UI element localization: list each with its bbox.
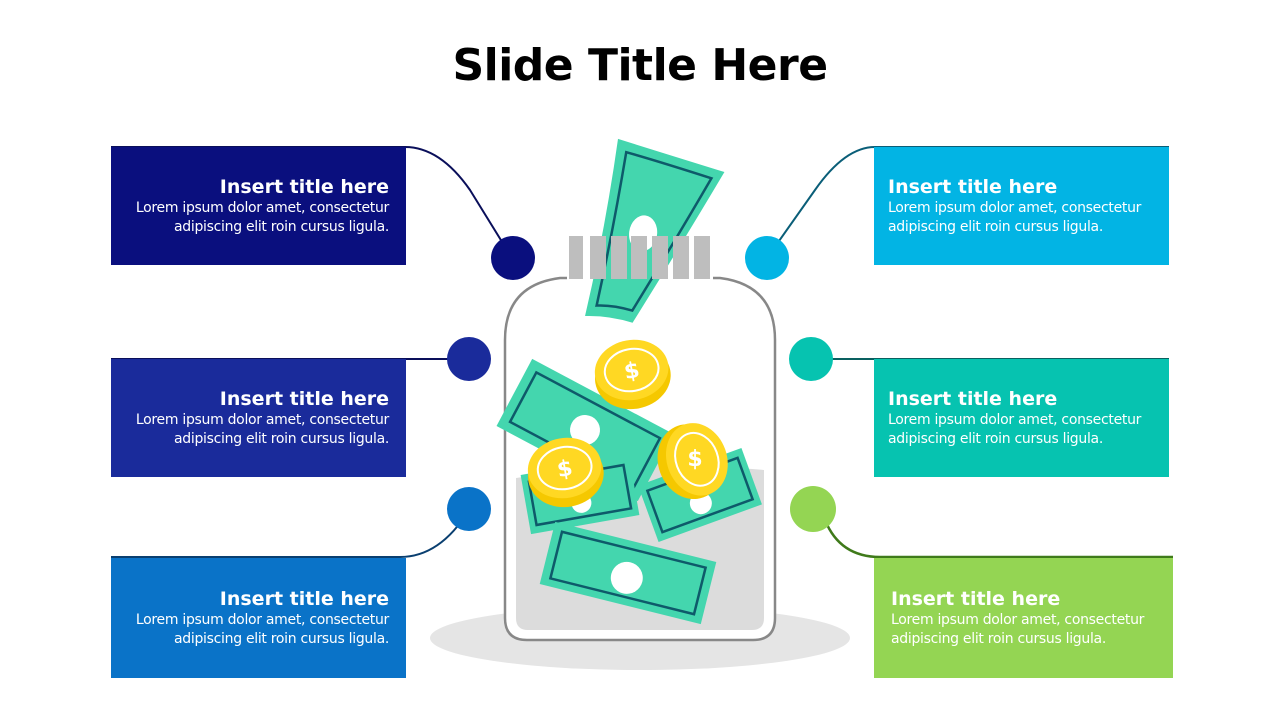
jar-lid <box>569 236 710 279</box>
connector-line-4 <box>766 146 1169 259</box>
info-box-3: Insert title here Lorem ipsum dolor amet… <box>111 558 406 678</box>
coin-icon: $ <box>594 339 671 410</box>
info-text: Lorem ipsum dolor amet, consectetur <box>135 200 389 216</box>
info-text: Lorem ipsum dolor amet, consectetur <box>888 200 1142 216</box>
connector-dot-2 <box>447 337 491 381</box>
info-text: adipiscing elit roin cursus ligula. <box>174 431 389 447</box>
svg-text:$: $ <box>687 447 702 472</box>
connector-dot-3 <box>447 487 491 531</box>
bill-icon <box>539 521 717 625</box>
info-box-6: Insert title here Lorem ipsum dolor amet… <box>874 558 1173 678</box>
info-text: Lorem ipsum dolor amet, consectetur <box>888 412 1142 428</box>
coin-icon: $ <box>527 437 604 508</box>
info-box-2: Insert title here Lorem ipsum dolor amet… <box>111 359 406 477</box>
svg-text:$: $ <box>622 358 641 385</box>
info-text: adipiscing elit roin cursus ligula. <box>174 219 389 235</box>
info-text: Lorem ipsum dolor amet, consectetur <box>135 612 389 628</box>
connector-line-6 <box>823 519 1173 559</box>
info-title: Insert title here <box>219 588 389 610</box>
info-text: Lorem ipsum dolor amet, consectetur <box>891 612 1145 628</box>
svg-text:$: $ <box>555 456 574 483</box>
info-text: adipiscing elit roin cursus ligula. <box>891 631 1106 647</box>
slide-title: Slide Title Here <box>452 40 828 91</box>
info-title: Insert title here <box>888 176 1058 198</box>
info-title: Insert title here <box>219 388 389 410</box>
connector-dot-4 <box>745 236 789 280</box>
connector-dot-5 <box>789 337 833 381</box>
info-text: Lorem ipsum dolor amet, consectetur <box>135 412 389 428</box>
info-title: Insert title here <box>219 176 389 198</box>
info-text: adipiscing elit roin cursus ligula. <box>888 431 1103 447</box>
info-box-4: Insert title here Lorem ipsum dolor amet… <box>874 147 1169 265</box>
info-box-5: Insert title here Lorem ipsum dolor amet… <box>874 359 1169 477</box>
coin-icon: $ <box>657 423 728 500</box>
info-title: Insert title here <box>888 388 1058 410</box>
info-text: adipiscing elit roin cursus ligula. <box>174 631 389 647</box>
connector-line-1 <box>111 146 513 259</box>
info-title: Insert title here <box>891 588 1061 610</box>
connector-line-3 <box>111 509 470 558</box>
info-box-1: Insert title here Lorem ipsum dolor amet… <box>111 147 406 265</box>
connector-dot-6 <box>790 486 836 532</box>
info-text: adipiscing elit roin cursus ligula. <box>888 219 1103 235</box>
connector-dot-1 <box>491 236 535 280</box>
